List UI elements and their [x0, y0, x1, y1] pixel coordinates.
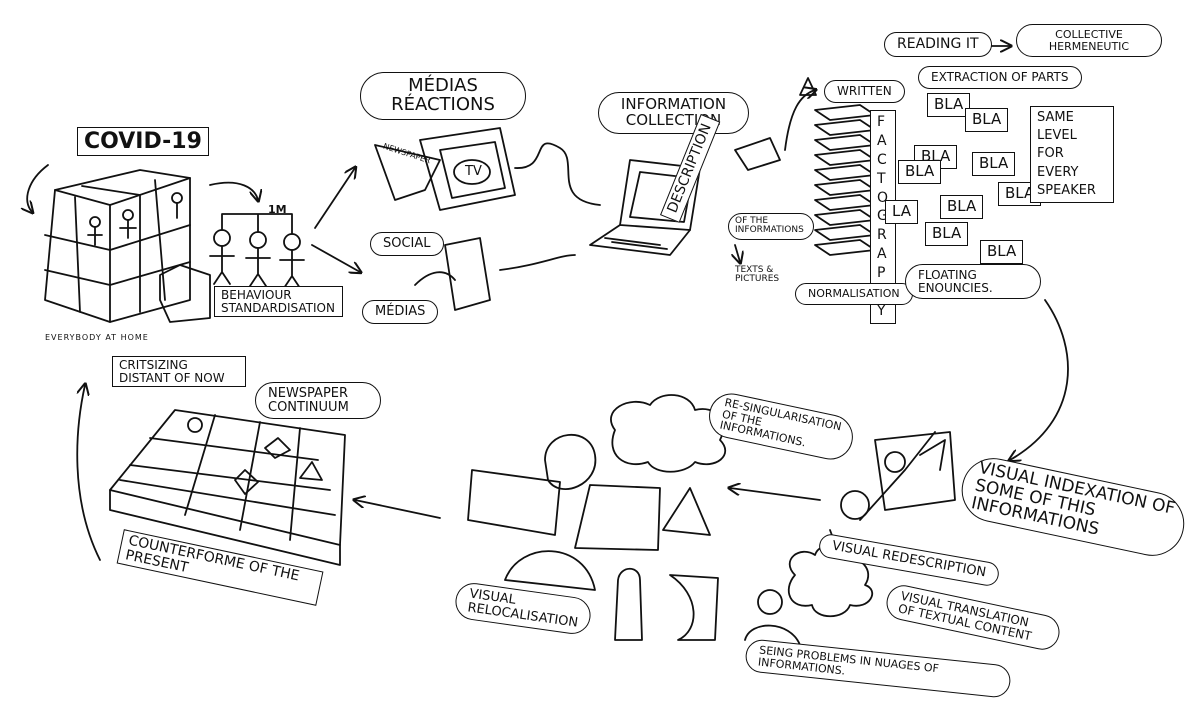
cloud-shape: [610, 394, 727, 473]
bla-box-7: BLA: [940, 195, 984, 219]
newspaper-icon: [374, 144, 441, 201]
bla-box-4: BLA: [898, 160, 942, 184]
arrow-to-social: [311, 244, 360, 272]
arrow-up-left: [76, 385, 101, 561]
rectangle-shape-1: [467, 469, 561, 536]
la-box: LA: [885, 200, 918, 224]
extraction-label: EXTRACTION OF PARTS: [918, 66, 1082, 89]
warning-icon: [799, 77, 817, 96]
normalisation-label: NORMALISATION: [795, 283, 913, 305]
tv-label: TV: [465, 164, 482, 179]
laptop-device: [589, 159, 701, 256]
small-arrow-texts: [735, 244, 740, 262]
arrow-left-1: [730, 488, 821, 501]
flow-curve-top: [514, 142, 601, 206]
bla-box-2: BLA: [965, 108, 1009, 132]
people-figures: [209, 213, 305, 289]
arrow-up-to-written: [784, 90, 815, 151]
behaviour-label: BEHAVIOUR STANDARDISATION: [214, 286, 343, 318]
bush-cloud: [787, 545, 874, 618]
million-badge: 1M: [268, 203, 287, 216]
cycle-arrow-left: [27, 164, 49, 212]
tv-device: [419, 127, 516, 211]
home-caption: EVERYBODY AT HOME: [45, 333, 149, 342]
thinking-person: [744, 589, 801, 646]
crescent-shape: [669, 574, 719, 641]
critsizing-label: CRITSIZING DISTANT OF NOW: [112, 356, 246, 388]
triangle-shape: [662, 487, 711, 536]
arrow-to-behaviour: [209, 181, 258, 200]
medias-label: MÉDIAS: [362, 300, 439, 324]
bla-box-9: BLA: [980, 240, 1024, 264]
semicircle-shape: [504, 550, 596, 591]
hand-writing: [734, 137, 781, 171]
newspaper-continuum-label: NEWSPAPER CONTINUUM: [255, 382, 381, 420]
arrow-down-right: [1010, 299, 1069, 460]
medias-reactions-label: MÉDIAS RÉACTIONS: [360, 72, 526, 120]
of-informations-label: OF THE INFORMATIONS: [728, 213, 814, 240]
same-level-label: SAME LEVEL FOR EVERY SPEAKER: [1030, 106, 1114, 203]
written-label: WRITTEN: [824, 80, 905, 103]
flow-curve-bottom: [499, 254, 576, 271]
arrow-to-media: [314, 168, 355, 229]
bla-box-8: BLA: [925, 222, 969, 246]
texts-pictures-label: TEXTS & PICTURES: [735, 265, 780, 285]
phone-device: [414, 237, 491, 311]
floating-enouncies-label: FLOATING ENOUNCIES.: [905, 264, 1041, 300]
bla-box-1: BLA: [927, 93, 971, 117]
collective-hermeneutic-label: COLLECTIVE HERMENEUTIC: [1016, 24, 1162, 58]
newspaper-grid: [109, 409, 346, 566]
rectangle-shape-2: [574, 484, 661, 551]
information-collection-label: INFORMATION COLLECTION: [598, 92, 749, 134]
person-pointing: [829, 431, 956, 556]
covid-title: COVID-19: [77, 127, 209, 157]
arch-shape: [614, 567, 643, 641]
reading-it-label: READING IT: [884, 32, 992, 57]
home-building: [44, 169, 211, 323]
social-label: SOCIAL: [370, 232, 444, 256]
document-stack: [814, 104, 876, 256]
bla-box-5: BLA: [972, 152, 1016, 176]
arrow-left-2: [355, 500, 441, 519]
